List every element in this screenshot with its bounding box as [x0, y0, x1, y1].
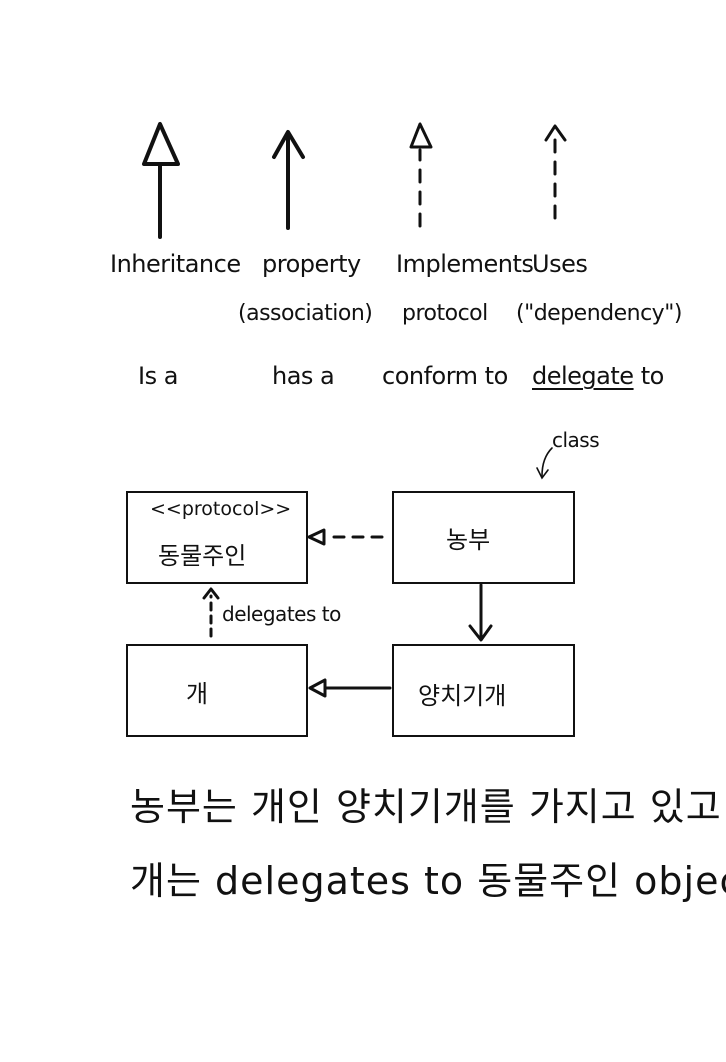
- note-line-2-prefix: 개는: [130, 859, 202, 903]
- delegates-to-label: delegates to: [222, 602, 341, 626]
- to-word: to: [640, 362, 665, 390]
- delegate-to-label: delegate to: [532, 362, 664, 390]
- animal-owner-box: [126, 491, 308, 584]
- shepherd-dog-box: [392, 644, 575, 737]
- property-label: property: [262, 250, 361, 278]
- animal-owner-name: 동물주인: [158, 542, 247, 570]
- farmer-implements-arrow: [307, 528, 384, 546]
- protocol-stereotype: <<protocol>>: [150, 498, 292, 520]
- conform-to-label: conform to: [382, 362, 508, 390]
- protocol-sublabel: protocol: [402, 301, 488, 326]
- implements-label: Implements: [396, 250, 534, 278]
- dog-delegates-arrow: [202, 587, 220, 638]
- farmer-name: 농부: [446, 526, 491, 554]
- farmer-has-dog-arrow: [468, 583, 493, 642]
- is-a-label: Is a: [138, 362, 178, 390]
- note-line-2: 개는 delegates to 동물주인 object: [130, 850, 726, 905]
- association-arrow: [272, 130, 305, 230]
- has-a-label: has a: [272, 362, 335, 390]
- uml-diagram: [126, 491, 575, 737]
- farmer-box: [392, 491, 575, 584]
- class-annotation-arrow: [536, 447, 553, 480]
- dog-name: 개: [186, 680, 209, 708]
- note-line-2-middle: delegates to: [215, 859, 465, 903]
- implements-arrow: [409, 122, 433, 228]
- note-line-2-suffix: 동물주인 object: [477, 859, 726, 903]
- note-line-1: 농부는 개인 양치기개를 가지고 있고: [130, 785, 722, 829]
- legend-arrows: [142, 122, 567, 239]
- uses-label: Uses: [532, 250, 588, 278]
- delegate-word: delegate: [532, 362, 634, 390]
- shepherd-dog-name: 양치기개: [418, 682, 507, 710]
- dependency-arrow: [544, 124, 567, 220]
- class-annotation: class: [552, 428, 600, 452]
- dependency-sublabel: ("dependency"): [516, 301, 682, 326]
- inheritance-arrow: [142, 122, 180, 239]
- inheritance-label: Inheritance: [110, 250, 241, 278]
- association-sublabel: (association): [238, 301, 373, 326]
- dog-box: [126, 644, 308, 737]
- shepherd-dog-inherits-arrow: [308, 678, 392, 698]
